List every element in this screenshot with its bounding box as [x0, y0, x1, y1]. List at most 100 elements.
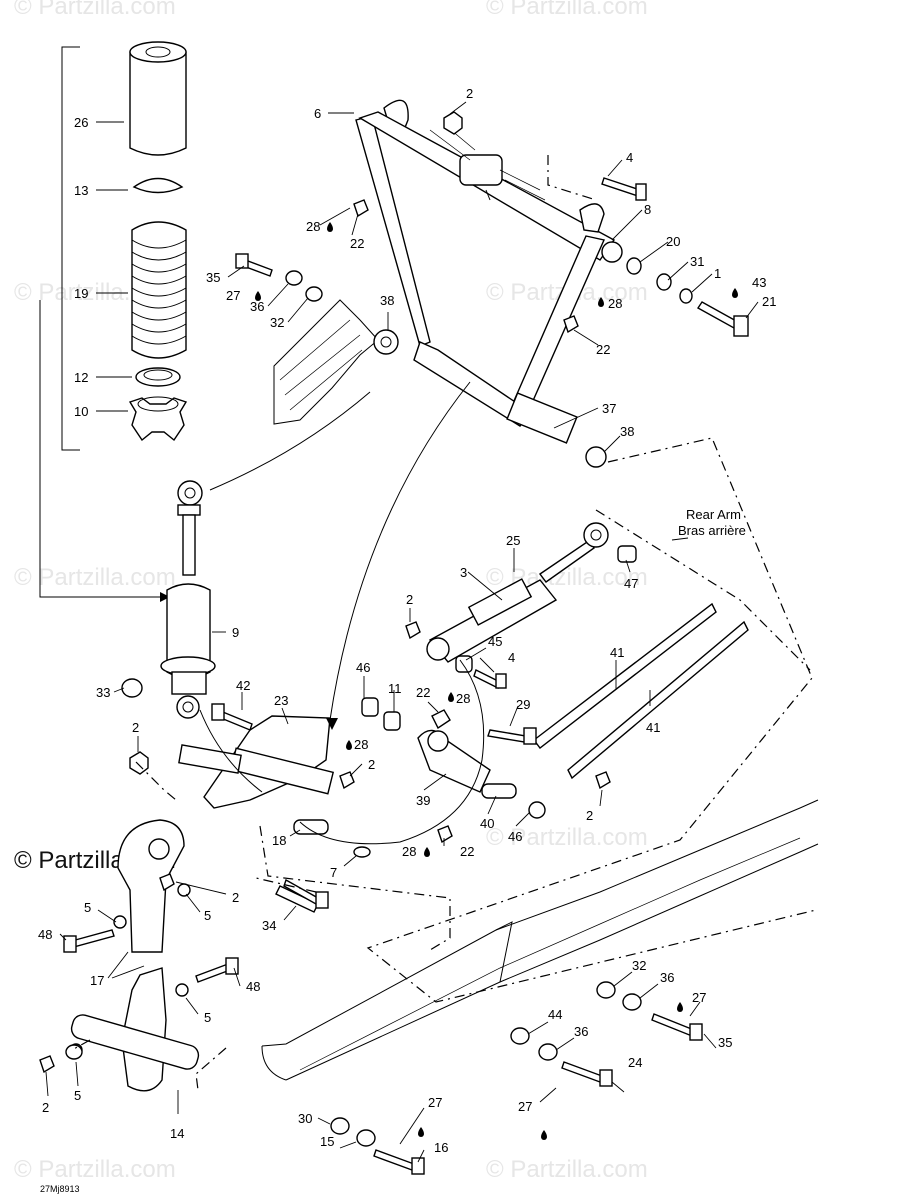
- callout-label: 18: [272, 833, 286, 848]
- callout-label: 3: [460, 565, 467, 580]
- callout-label: 24: [628, 1055, 642, 1070]
- callout-label: 44: [548, 1007, 562, 1022]
- callout-label: 37: [602, 401, 616, 416]
- callout-label: 25: [506, 533, 520, 548]
- callout-label: 4: [508, 650, 515, 665]
- watermark-text: © Partzilla.com: [486, 824, 648, 851]
- callout-label: 28: [402, 844, 416, 859]
- callout-label: 22: [596, 342, 610, 357]
- callout-label: 11: [388, 681, 402, 696]
- callout-label: 35: [718, 1035, 732, 1050]
- callout-label: 28: [456, 691, 470, 706]
- callout-label: 48: [38, 927, 52, 942]
- callout-label: 5: [84, 900, 91, 915]
- callout-label: 38: [620, 424, 634, 439]
- callout-label: 33: [96, 685, 110, 700]
- callout-label: 4: [626, 150, 633, 165]
- frame-section-top: [273, 299, 399, 425]
- callout-label: 35: [206, 270, 220, 285]
- callout-label: 26: [74, 115, 88, 130]
- sealant-drop-icon: [598, 297, 604, 307]
- watermark-text: © Partzilla.com: [486, 1156, 648, 1183]
- callout-label: 6: [314, 106, 321, 121]
- callout-label: 2: [466, 86, 473, 101]
- leader-lines: [45, 101, 759, 1163]
- sealant-drop-icons: [255, 222, 738, 1140]
- callout-label: 32: [270, 315, 284, 330]
- sealant-drop-icon: [541, 1130, 547, 1140]
- callout-label: 28: [608, 296, 622, 311]
- linkage-assembly: [121, 678, 546, 913]
- callout-label: 36: [250, 299, 264, 314]
- callout-label: 2: [368, 757, 375, 772]
- rear-arm-hardware: [426, 522, 749, 780]
- callout-label: 21: [762, 294, 776, 309]
- note-bras-arriere: Bras arrière: [678, 523, 746, 538]
- callout-label: 27: [226, 288, 240, 303]
- callout-label: 13: [74, 183, 88, 198]
- callout-label: 2: [586, 808, 593, 823]
- spring-kit-parts: [128, 41, 188, 442]
- callout-label: 22: [460, 844, 474, 859]
- callout-label: 28: [354, 737, 368, 752]
- callout-label: 23: [274, 693, 288, 708]
- callout-label: 46: [356, 660, 370, 675]
- callout-label: 45: [488, 634, 502, 649]
- callout-label: 42: [236, 678, 250, 693]
- callout-label: 41: [646, 720, 660, 735]
- watermark-text: © Partzilla.com: [14, 564, 176, 591]
- callout-label: 27: [518, 1099, 532, 1114]
- callout-label: 14: [170, 1126, 184, 1141]
- callout-label: 5: [204, 908, 211, 923]
- callout-label: 46: [508, 829, 522, 844]
- callout-label: 30: [298, 1111, 312, 1126]
- callout-label: 5: [204, 1010, 211, 1025]
- callout-label: 27: [692, 990, 706, 1005]
- sealant-drop-icon: [255, 291, 261, 301]
- callout-label: 27: [428, 1095, 442, 1110]
- spring-kit-bracket: [39, 46, 170, 602]
- callout-label: 31: [690, 254, 704, 269]
- callout-label: 16: [434, 1140, 448, 1155]
- watermark-text: © Partzilla.com: [14, 1156, 176, 1183]
- note-rear-arm: Rear Arm: [686, 507, 741, 522]
- figure-code: 27Mj8913: [40, 1184, 80, 1194]
- callout-label: 39: [416, 793, 430, 808]
- watermark-text: © Partzilla.com: [486, 0, 648, 20]
- callout-label: 1: [714, 266, 721, 281]
- callout-label: 38: [380, 293, 394, 308]
- callout-label: 10: [74, 404, 88, 419]
- callout-label: 48: [246, 979, 260, 994]
- callout-label: 40: [480, 816, 494, 831]
- callout-label: 28: [306, 219, 320, 234]
- callout-label: 2: [132, 720, 139, 735]
- callout-label: 12: [74, 370, 88, 385]
- front-arm-assembly: [355, 99, 623, 444]
- callout-label: 47: [624, 576, 638, 591]
- callout-label: 36: [574, 1024, 588, 1039]
- callout-label: 43: [752, 275, 766, 290]
- callout-label: 20: [666, 234, 680, 249]
- callout-label: 41: [610, 645, 624, 660]
- slide-rail: [261, 799, 819, 1081]
- sealant-drop-icon: [448, 692, 454, 702]
- callout-label: 8: [644, 202, 651, 217]
- sealant-drop-icon: [327, 222, 333, 232]
- callout-label: 2: [406, 592, 413, 607]
- callout-label: 5: [74, 1088, 81, 1103]
- guide-arms: [69, 819, 200, 1092]
- sealant-drop-icon: [677, 1002, 683, 1012]
- sealant-drop-icon: [346, 740, 352, 750]
- sealant-drop-icon: [732, 288, 738, 298]
- watermarks: © Partzilla.com © Partzilla.com © Partzi…: [14, 0, 648, 1183]
- callout-label: 29: [516, 697, 530, 712]
- watermark-text: © Partzilla.com: [14, 0, 176, 20]
- callout-label: 22: [416, 685, 430, 700]
- callout-label: 2: [42, 1100, 49, 1115]
- callout-label: 32: [632, 958, 646, 973]
- callout-label: 36: [660, 970, 674, 985]
- callout-label: 2: [232, 890, 239, 905]
- callout-label: 19: [74, 286, 88, 301]
- callout-label: 9: [232, 625, 239, 640]
